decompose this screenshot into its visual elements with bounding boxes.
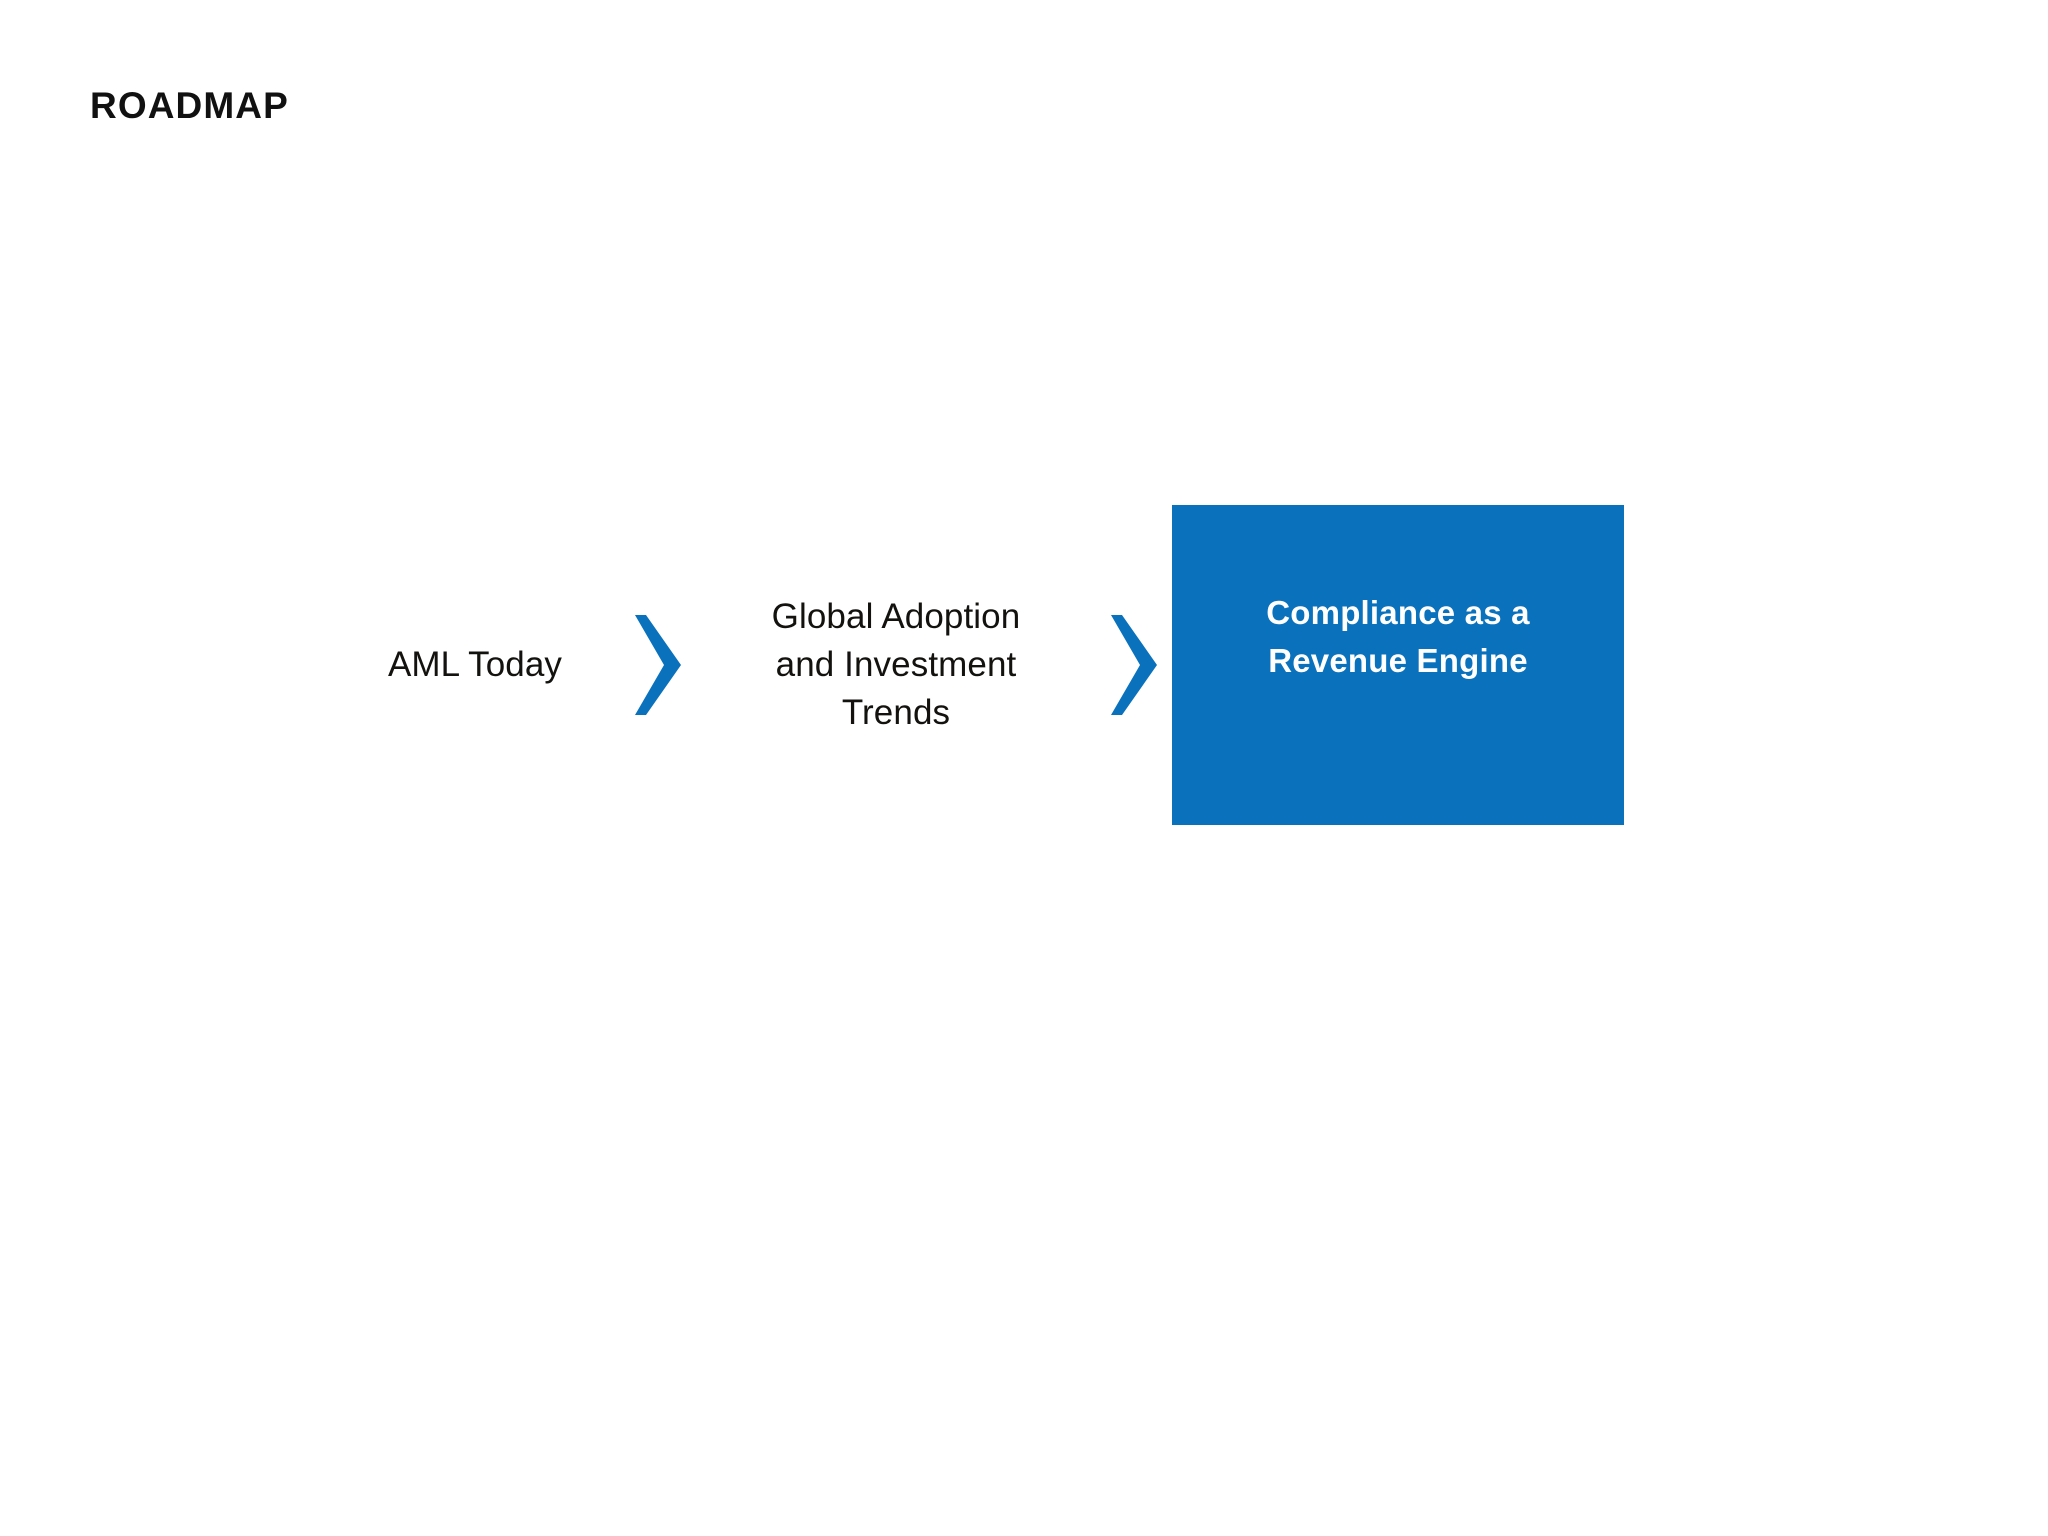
roadmap-step-label: AML Today: [387, 645, 563, 684]
roadmap-step-label-line: and Investment: [775, 645, 1017, 684]
roadmap-diagram: AML Today Global Adoption and Investment…: [330, 505, 1770, 825]
chevron-right-icon: [1096, 505, 1172, 825]
roadmap-step-label-line: Trends: [841, 693, 951, 732]
roadmap-step-global-adoption-and-investment-trends[interactable]: Global Adoption and Investment Trends: [696, 505, 1096, 825]
roadmap-step-label-line: Revenue Engine: [1268, 642, 1528, 679]
page-title: ROADMAP: [90, 85, 289, 126]
chevron-right-icon: [620, 505, 696, 825]
roadmap-step-label: Compliance as a Revenue Engine: [1172, 589, 1624, 685]
roadmap-step-label-line: Compliance as a: [1266, 594, 1530, 631]
roadmap-step-compliance-as-a-revenue-engine[interactable]: Compliance as a Revenue Engine: [1172, 505, 1624, 825]
roadmap-step-label-line: Global Adoption: [771, 597, 1021, 636]
roadmap-step-label: Global Adoption and Investment Trends: [696, 593, 1096, 737]
roadmap-step-aml-today[interactable]: AML Today: [330, 505, 620, 825]
